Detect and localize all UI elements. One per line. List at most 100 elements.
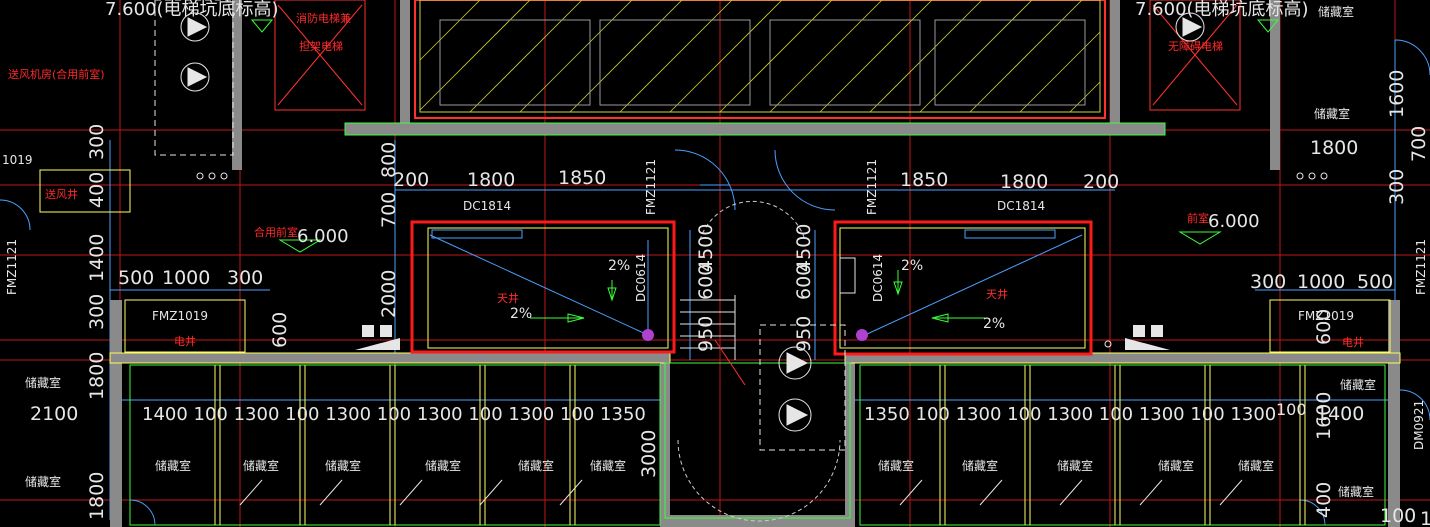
partial-1019: 1019 (2, 153, 33, 167)
storage-l2: 储藏室 (25, 474, 61, 489)
supply-air-shaft: 送风井 (45, 187, 78, 201)
dc1814-right: DC1814 (997, 199, 1045, 213)
dim-v950r: 950 (793, 316, 815, 352)
storage-b9: 储藏室 (1057, 458, 1093, 473)
dim-h1800l: 1800 (467, 169, 515, 191)
slope-labels: 2% 2% 2% 2% (510, 258, 1005, 332)
small-circles (196, 172, 1328, 348)
dim-h500r: 500 (1357, 271, 1393, 293)
storage-b6: 储藏室 (590, 458, 626, 473)
elevator-cross-left (277, 4, 1238, 106)
dim-v1600: 1600 (1386, 70, 1408, 118)
pit-level-left: 7.600(电梯坑底标高) (105, 0, 279, 20)
dim-h1b: 1 (1420, 508, 1430, 527)
light-well-right (833, 220, 1093, 356)
front-room: 前室 (1187, 211, 1209, 225)
storage-tr2: 储藏室 (1314, 106, 1350, 121)
dim-h1000r: 1000 (1297, 271, 1345, 293)
dim-v700: 700 (378, 192, 400, 228)
pit-level-right: 7.600(电梯坑底标高) (1135, 0, 1309, 20)
dimension-text: 200 1800 1850 1850 1800 200 500 1000 300… (30, 137, 1430, 527)
fmz1121-a: FMZ1121 (644, 159, 658, 215)
fmz1019-right: FMZ1019 (1298, 309, 1354, 323)
fire-elevator-line1: 消防电梯兼 (296, 11, 351, 25)
fmz1121-c: FMZ1121 (5, 239, 19, 295)
lobby-level-right: 6.000 (1208, 211, 1260, 232)
light-well-left-label: 天井 (497, 291, 519, 305)
dim-v1800b: 1800 (86, 472, 108, 520)
door-leaves (239, 479, 1243, 506)
dim-v300: 300 (86, 124, 108, 160)
red-labels: 消防电梯兼 担架电梯 无障碍电梯 送风机房(合用前室) 送风井 合用前室 前室 … (8, 11, 1364, 349)
dim-v4500l: 4500 (695, 224, 717, 272)
dm0921: DM0921 (1412, 400, 1426, 450)
storage-r1: 储藏室 (1340, 377, 1376, 392)
storage-r2: 储藏室 (1338, 484, 1374, 499)
dc0614-left: DC0614 (634, 254, 648, 302)
barrier-free-elevator: 无障碍电梯 (1168, 39, 1223, 53)
slope-c: 2% (901, 258, 923, 274)
door-tags: DC1814 DC1814 FMZ1019 FMZ1019 1019 DC061… (2, 153, 1428, 450)
fmz1121-d: FMZ1121 (1414, 239, 1428, 295)
dim-v3000: 3000 (638, 430, 660, 478)
light-well-left (410, 220, 676, 354)
storage-b3: 储藏室 (325, 458, 361, 473)
dim-h1800r: 1800 (1000, 171, 1048, 193)
vent-symbols (355, 325, 1170, 350)
storage-b5: 储藏室 (518, 458, 554, 473)
dim-v600l: 600 (695, 264, 717, 300)
elec-shaft-right: 电井 (1342, 335, 1364, 349)
stair-dash-box (154, 0, 846, 451)
storage-b1: 储藏室 (155, 458, 191, 473)
dim-h1850r: 1850 (900, 169, 948, 191)
dim-v400: 400 (86, 172, 108, 208)
elec-shaft-left: 电井 (174, 334, 196, 348)
storage-labels: 储藏室 储藏室 储藏室 储藏室 储藏室 储藏室 储藏室 储藏室 储藏室 储藏室 … (25, 4, 1376, 499)
slope-d: 2% (983, 316, 1005, 332)
storage-b10: 储藏室 (1158, 458, 1194, 473)
lobby-level-left: 6.000 (297, 226, 349, 247)
dim-row-left: 1400 100 1300 100 1300 100 1300 100 1300… (142, 404, 646, 425)
supply-air-room: 送风机房(合用前室) (8, 67, 105, 81)
shaft-hatching (419, 0, 1101, 113)
dim-h1000l: 1000 (162, 267, 210, 289)
door-swings (0, 39, 1430, 526)
wall-outlines (39, 0, 1401, 526)
storage-b7: 储藏室 (878, 458, 914, 473)
storage-b8: 储藏室 (962, 458, 998, 473)
dim-h1850l: 1850 (558, 167, 606, 189)
dim-h1400r: 1400 (1316, 403, 1364, 425)
level-markers (250, 19, 1280, 253)
dim-h100r: 100 (1276, 400, 1307, 419)
dim-v700r: 700 (1408, 126, 1430, 162)
storage-tr1: 储藏室 (1318, 4, 1354, 19)
dim-v300r: 300 (1386, 169, 1408, 205)
stair-treads (680, 295, 746, 386)
dim-h1800rt: 1800 (1310, 137, 1358, 159)
dc0614-right: DC0614 (871, 254, 885, 302)
dim-row-right: 1350 100 1300 100 1300 100 1300 100 1300 (864, 404, 1276, 425)
storage-partitions (214, 365, 1306, 525)
storage-b11: 储藏室 (1238, 458, 1274, 473)
dim-h200l: 200 (393, 169, 429, 191)
storage-l1: 储藏室 (25, 375, 61, 390)
dim-v600: 600 (269, 312, 291, 348)
dim-v1800: 1800 (86, 352, 108, 400)
dim-v1600b: 1600 (1313, 392, 1335, 440)
walls (110, 0, 1400, 527)
dim-v800: 800 (378, 142, 400, 178)
dim-h100b: 100 (1380, 505, 1416, 527)
dim-h500l: 500 (118, 267, 154, 289)
dim-v600r2: 600 (793, 264, 815, 300)
storage-b2: 储藏室 (243, 458, 279, 473)
storage-b4: 储藏室 (425, 458, 461, 473)
dim-v600r: 600 (1313, 309, 1335, 345)
dim-v950l: 950 (695, 316, 717, 352)
slope-a: 2% (510, 306, 532, 322)
dim-v2000: 2000 (378, 270, 400, 318)
dim-h200r: 200 (1083, 171, 1119, 193)
vertical-dimension-text: 300 400 1400 300 1800 1800 800 700 2000 … (86, 70, 1430, 520)
slope-b: 2% (608, 258, 630, 274)
dim-v4500r: 4500 (793, 224, 815, 272)
